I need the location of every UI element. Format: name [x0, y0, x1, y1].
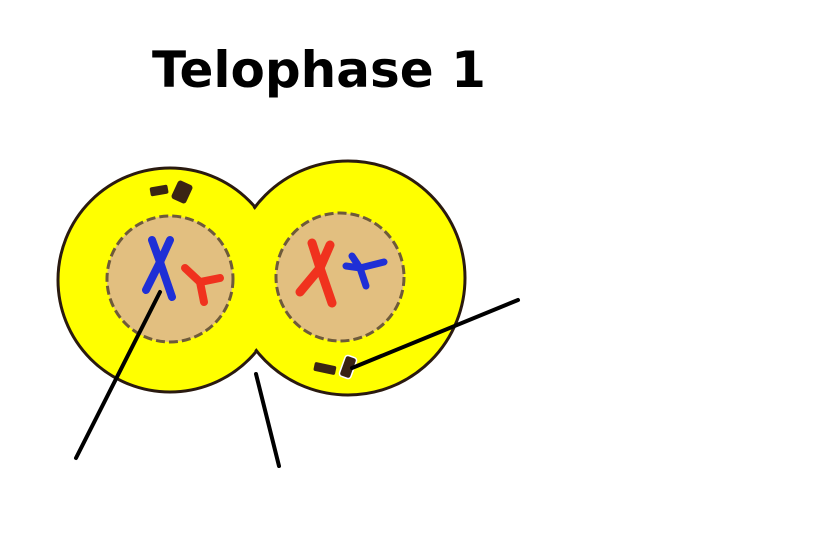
- chromosome-blue-right: [342, 252, 388, 290]
- centriole-pointer: [350, 298, 520, 370]
- centrioles-left: [149, 180, 193, 204]
- chromosome-red-left: [181, 264, 224, 306]
- centrioles-right: [313, 354, 358, 380]
- right-nucleus: [274, 211, 406, 343]
- chromosome-blue-left: [142, 236, 176, 301]
- label-lines: [74, 290, 520, 468]
- chromosome-red-right: [295, 238, 337, 308]
- diagram-title: Telophase 1: [152, 41, 486, 99]
- chromosome-pointer: [74, 290, 162, 460]
- nuclear-envelope: [274, 211, 406, 343]
- cleavage-furrow-pointer: [254, 372, 281, 468]
